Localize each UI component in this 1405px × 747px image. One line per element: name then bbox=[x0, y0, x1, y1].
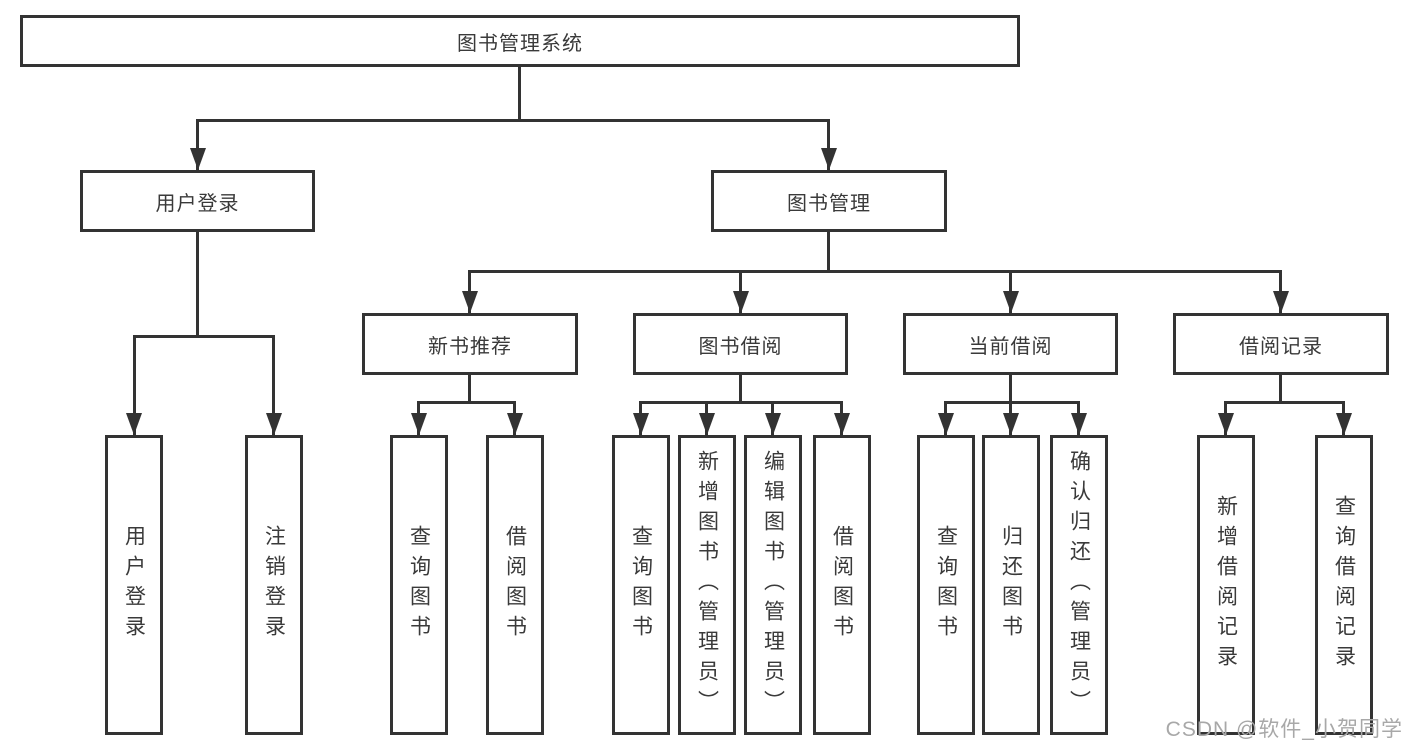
leaf-new-book-borrow: 借阅图书 bbox=[486, 435, 544, 735]
connector-to-user-login bbox=[196, 119, 199, 170]
arrow-down-icon bbox=[1218, 413, 1234, 435]
leaf-label: 借阅图书 bbox=[503, 525, 527, 645]
connector-user-login-drop bbox=[196, 232, 199, 335]
leaf-label: 归还图书 bbox=[999, 525, 1023, 645]
node-root-label: 图书管理系统 bbox=[457, 32, 583, 55]
arrow-down-icon bbox=[1071, 413, 1087, 435]
leaf-book-borrow-edit: 编辑图书（管理员） bbox=[744, 435, 802, 735]
leaf-label: 注销登录 bbox=[262, 525, 286, 645]
leaf-borrow-record-query: 查询借阅记录 bbox=[1315, 435, 1373, 735]
leaf-label: 查询借阅记录 bbox=[1332, 495, 1356, 675]
arrow-down-icon bbox=[411, 413, 427, 435]
leaf-borrow-record-add: 新增借阅记录 bbox=[1197, 435, 1255, 735]
leaf-label: 查询图书 bbox=[629, 525, 653, 645]
node-borrow-record-label: 借阅记录 bbox=[1239, 335, 1323, 358]
leaf-label: 查询图书 bbox=[407, 525, 431, 645]
node-root: 图书管理系统 bbox=[20, 15, 1020, 67]
connector-to-leaf bbox=[272, 335, 275, 435]
connector-borrow-record-span bbox=[1224, 401, 1345, 404]
connector-book-borrow-span bbox=[639, 401, 843, 404]
arrow-down-icon bbox=[1273, 291, 1289, 313]
connector-current-borrow-span bbox=[944, 401, 1080, 404]
leaf-book-borrow-borrow: 借阅图书 bbox=[813, 435, 871, 735]
leaf-label: 查询图书 bbox=[934, 525, 958, 645]
connector-borrow-record-drop bbox=[1279, 375, 1282, 401]
connector-to-leaf bbox=[133, 335, 136, 435]
arrow-down-icon bbox=[462, 291, 478, 313]
connector-new-book-drop bbox=[468, 375, 471, 401]
connector-new-book-span bbox=[417, 401, 516, 404]
node-user-login: 用户登录 bbox=[80, 170, 315, 232]
arrow-down-icon bbox=[938, 413, 954, 435]
connector-root-drop bbox=[518, 67, 521, 119]
arrow-down-icon bbox=[1003, 413, 1019, 435]
arrow-down-icon bbox=[1336, 413, 1352, 435]
arrow-down-icon bbox=[190, 148, 206, 170]
leaf-label: 借阅图书 bbox=[830, 525, 854, 645]
arrow-down-icon bbox=[507, 413, 523, 435]
leaf-new-book-query: 查询图书 bbox=[390, 435, 448, 735]
node-new-book-label: 新书推荐 bbox=[428, 335, 512, 358]
leaf-label: 新增图书（管理员） bbox=[695, 450, 719, 720]
connector-root-span bbox=[196, 119, 830, 122]
node-book-mgmt: 图书管理 bbox=[711, 170, 947, 232]
node-user-login-label: 用户登录 bbox=[155, 192, 240, 215]
arrow-down-icon bbox=[834, 413, 850, 435]
arrow-down-icon bbox=[765, 413, 781, 435]
arrow-down-icon bbox=[733, 291, 749, 313]
watermark: CSDN @软件_小贺同学 bbox=[1165, 718, 1403, 741]
arrow-down-icon bbox=[1003, 291, 1019, 313]
leaf-current-borrow-query: 查询图书 bbox=[917, 435, 975, 735]
leaf-book-borrow-add: 新增图书（管理员） bbox=[678, 435, 736, 735]
arrow-down-icon bbox=[126, 413, 142, 435]
connector-user-login-span bbox=[133, 335, 275, 338]
arrow-down-icon bbox=[821, 148, 837, 170]
leaf-current-borrow-return: 归还图书 bbox=[982, 435, 1040, 735]
leaf-user-login-login: 用户登录 bbox=[105, 435, 163, 735]
node-book-mgmt-label: 图书管理 bbox=[787, 192, 871, 215]
node-current-borrow: 当前借阅 bbox=[903, 313, 1118, 375]
arrow-down-icon bbox=[633, 413, 649, 435]
leaf-label: 确认归还（管理员） bbox=[1067, 450, 1091, 720]
arrow-down-icon bbox=[699, 413, 715, 435]
leaf-label: 编辑图书（管理员） bbox=[761, 450, 785, 720]
connector-book-mgmt-drop bbox=[827, 232, 830, 270]
node-book-borrow: 图书借阅 bbox=[633, 313, 848, 375]
leaf-book-borrow-query: 查询图书 bbox=[612, 435, 670, 735]
connector-to-book-mgmt bbox=[827, 119, 830, 170]
leaf-label: 用户登录 bbox=[122, 525, 146, 645]
node-book-borrow-label: 图书借阅 bbox=[698, 335, 783, 358]
node-new-book: 新书推荐 bbox=[362, 313, 578, 375]
connector-book-mgmt-span bbox=[468, 270, 1282, 273]
leaf-current-borrow-confirm: 确认归还（管理员） bbox=[1050, 435, 1108, 735]
leaf-user-login-logout: 注销登录 bbox=[245, 435, 303, 735]
connector-current-borrow-drop bbox=[1009, 375, 1012, 401]
arrow-down-icon bbox=[266, 413, 282, 435]
node-borrow-record: 借阅记录 bbox=[1173, 313, 1389, 375]
leaf-label: 新增借阅记录 bbox=[1214, 495, 1238, 675]
connector-book-borrow-drop bbox=[739, 375, 742, 401]
node-current-borrow-label: 当前借阅 bbox=[968, 335, 1053, 358]
